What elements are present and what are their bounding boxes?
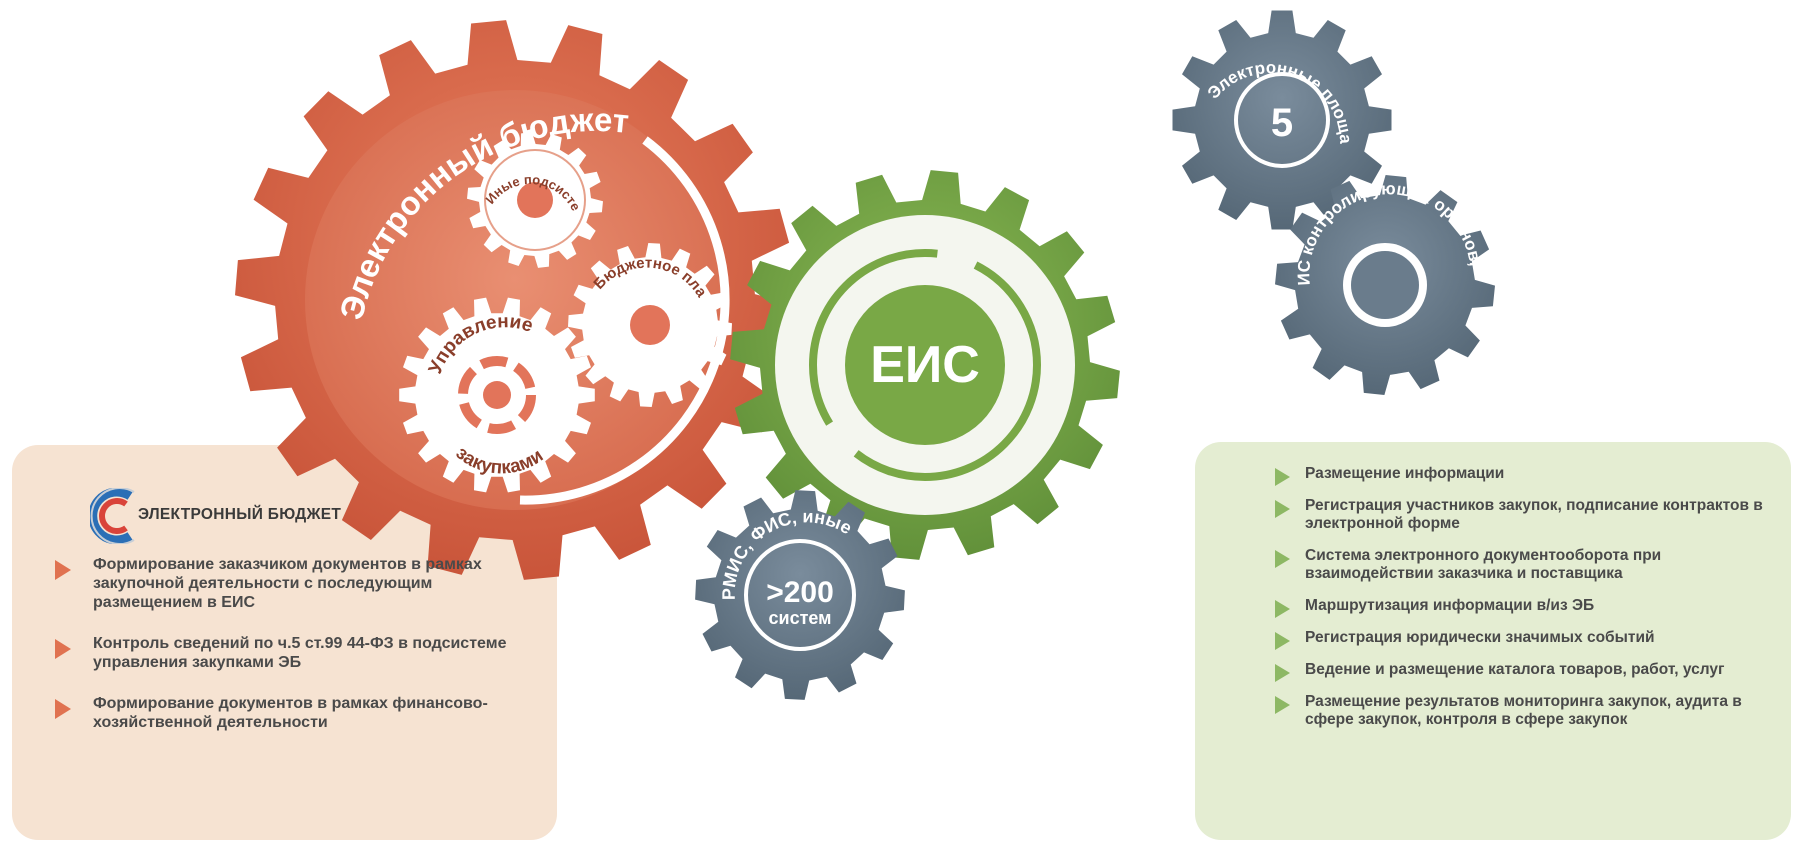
- right-info-list: Размещение информации Регистрация участн…: [1275, 465, 1780, 743]
- list-item-text: Ведение и размещение каталога товаров, р…: [1305, 661, 1725, 678]
- electronic-budget-logo: ЭЛЕКТРОННЫЙ БЮДЖЕТ: [90, 488, 410, 548]
- electronic-platforms-count: 5: [1271, 101, 1293, 145]
- list-item-text: Контроль сведений по ч.5 ст.99 44-ФЗ в п…: [93, 635, 507, 671]
- arrow-bullet-icon: [1275, 500, 1290, 518]
- gear-hub: [517, 182, 553, 218]
- eis-gear: [730, 170, 1120, 560]
- list-item: Регистрация участников закупок, подписан…: [1275, 497, 1780, 533]
- eis-label: ЕИС: [870, 336, 980, 394]
- gear-hub: [1351, 251, 1419, 319]
- electronic-platforms-arc-label: Электронные площадки: [0, 0, 1355, 145]
- arrow-bullet-icon: [1275, 696, 1290, 714]
- arrow-bullet-icon: [1275, 468, 1290, 486]
- procurement-management-gear: [399, 297, 595, 493]
- list-item-text: Регистрация юридически значимых событий: [1305, 629, 1655, 646]
- list-item: Формирование документов в рамках финансо…: [55, 694, 535, 732]
- gear-ring: [744, 539, 856, 651]
- other-subsystems-gear: [467, 132, 603, 268]
- list-item-text: Формирование заказчиком документов в рам…: [93, 556, 482, 611]
- right-info-panel-bg: [1195, 442, 1791, 840]
- gear-ring: [458, 356, 536, 434]
- arrow-bullet-icon: [55, 639, 71, 659]
- arrow-bullet-icon: [1275, 600, 1290, 618]
- gear-ring: [1234, 72, 1330, 168]
- gear-teeth: [695, 490, 905, 700]
- gear-ring-arc: [519, 136, 730, 505]
- list-item: Размещение результатов мониторинга закуп…: [1275, 693, 1780, 729]
- systems-count: >200: [766, 576, 834, 609]
- list-item: Размещение информации: [1275, 465, 1780, 486]
- list-item: Регистрация юридически значимых событий: [1275, 629, 1780, 650]
- list-item-text: Формирование документов в рамках финансо…: [93, 695, 488, 731]
- list-item: Маршрутизация информации в/из ЭБ: [1275, 597, 1780, 618]
- gear-hub: [483, 381, 511, 409]
- list-item: Контроль сведений по ч.5 ст.99 44-ФЗ в п…: [55, 634, 535, 672]
- gear-hub: [845, 285, 1005, 445]
- control-bodies-gear: [1275, 175, 1495, 395]
- gear-ring: [809, 249, 1041, 481]
- left-info-panel-bg: [12, 445, 557, 840]
- budget-planning-gear: [568, 243, 732, 407]
- electronic-platforms-gear: [1172, 10, 1392, 230]
- list-item-text: Регистрация участников закупок, подписан…: [1305, 497, 1763, 532]
- list-item-text: Система электронного документооборота пр…: [1305, 547, 1662, 582]
- arrow-bullet-icon: [55, 560, 71, 580]
- list-item: Система электронного документооборота пр…: [1275, 547, 1780, 583]
- gear-teeth: [1172, 10, 1392, 230]
- electronic-budget-logo-label: ЭЛЕКТРОННЫЙ БЮДЖЕТ: [138, 506, 342, 523]
- arrow-bullet-icon: [1275, 550, 1290, 568]
- regional-systems-gear: [695, 490, 905, 700]
- gear-hub: [630, 305, 670, 345]
- left-info-list: Формирование заказчиком документов в рам…: [55, 555, 535, 754]
- list-item: Формирование заказчиком документов в рам…: [55, 555, 535, 612]
- electronic-budget-logo-icon: [90, 488, 135, 544]
- arrow-bullet-icon: [1275, 664, 1290, 682]
- list-item-text: Маршрутизация информации в/из ЭБ: [1305, 597, 1595, 614]
- list-item-text: Размещение результатов мониторинга закуп…: [1305, 693, 1742, 728]
- arrow-bullet-icon: [55, 699, 71, 719]
- systems-unit: систем: [769, 608, 832, 628]
- arrow-bullet-icon: [1275, 632, 1290, 650]
- list-item: Ведение и размещение каталога товаров, р…: [1275, 661, 1780, 682]
- list-item-text: Размещение информации: [1305, 465, 1505, 482]
